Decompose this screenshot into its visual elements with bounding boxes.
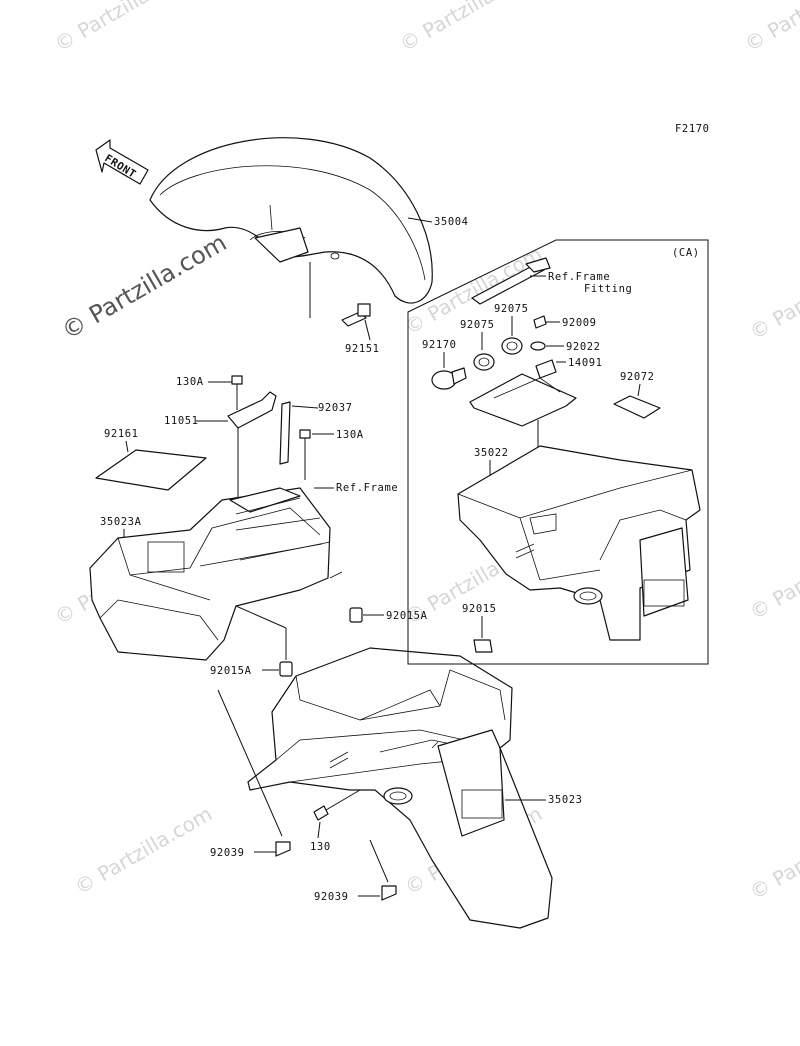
grommet-92075-b [501, 337, 523, 355]
bolt-130a-mid [299, 429, 334, 480]
callout-35023: 35023 [548, 794, 583, 806]
figure-code: F2170 [675, 123, 710, 135]
callout-92075-b: 92075 [494, 303, 529, 315]
callout-92151: 92151 [345, 343, 380, 355]
callout-92015a-left: 92015A [210, 665, 252, 677]
front-arrow-icon: FRONT [95, 139, 149, 185]
callout-92072: 92072 [620, 371, 655, 383]
watermark-text: © Partzilla [741, 0, 800, 56]
watermark-text: © Partzilla.com [71, 801, 217, 899]
watermark-text: © Partzilla [51, 0, 154, 56]
callout-92015: 92015 [462, 603, 497, 615]
callout-130: 130 [310, 841, 331, 853]
clamp-92170 [431, 367, 467, 390]
pad-92161 [95, 449, 207, 491]
ca-inset-label: (CA) [672, 247, 700, 259]
callout-130a-top: 130A [176, 376, 204, 388]
bracket-92072 [613, 395, 661, 419]
callout-92022: 92022 [566, 341, 601, 353]
callout-92039-a: 92039 [210, 847, 245, 859]
rod-92037 [279, 401, 319, 465]
callout-92009: 92009 [562, 317, 597, 329]
watermark-brand: © Partzilla.com [57, 228, 231, 345]
callout-14091: 14091 [568, 357, 603, 369]
callout-130a-mid: 130A [336, 429, 364, 441]
callout-35023a: 35023A [100, 516, 142, 528]
washer-92022 [530, 341, 564, 351]
front-fender-35004 [149, 137, 433, 304]
watermark-text: © Partzilla [396, 0, 499, 56]
screw-92009 [533, 315, 560, 329]
inner-fender-35022 [457, 445, 701, 641]
callout-ref-frame-fitting-1: Ref.Frame [548, 271, 610, 283]
callout-35004: 35004 [434, 216, 469, 228]
watermark-text: © Partzilla [746, 271, 800, 344]
screw-92039-a [217, 689, 291, 857]
grommet-92015a-left [262, 661, 293, 677]
callout-92075-a: 92075 [460, 319, 495, 331]
callout-11051: 11051 [164, 415, 199, 427]
watermark-text: © Partzilla [746, 831, 800, 904]
callout-92015a-right: 92015A [386, 610, 428, 622]
grommet-92075-a [473, 353, 495, 371]
callout-ref-frame-fitting-2: Fitting [584, 283, 632, 295]
callout-92039-b: 92039 [314, 891, 349, 903]
inner-fender-35023a [89, 487, 343, 661]
rear-fender-35023 [247, 647, 553, 929]
watermark-text: © Partzilla [746, 551, 800, 624]
callout-92170: 92170 [422, 339, 457, 351]
screw-92039-b [358, 839, 397, 901]
callout-35022: 35022 [474, 447, 509, 459]
bolt-92151 [309, 262, 371, 341]
ca-inset-panel: (CA) Ref.Frame Fitting 92075 92075 92009 [407, 239, 709, 665]
washer-92015 [473, 639, 493, 653]
callout-ref-frame: Ref.Frame [336, 482, 398, 494]
bolt-130 [313, 789, 361, 839]
bolt-130a-top [231, 375, 243, 410]
callout-92037: 92037 [318, 402, 353, 414]
grommet-92015a-right [349, 607, 384, 623]
callout-92161: 92161 [104, 428, 139, 440]
